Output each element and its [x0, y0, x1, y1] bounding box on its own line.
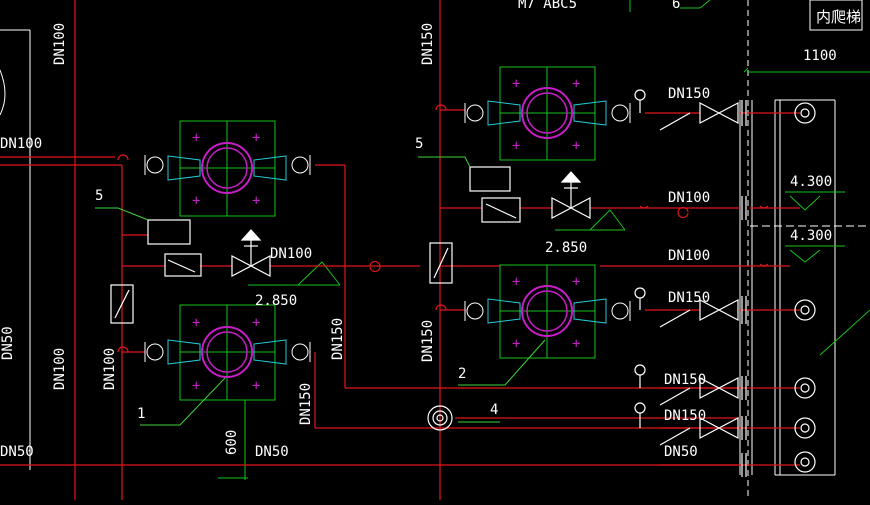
tag-2: 2 [458, 366, 466, 382]
elevation-4300-a: 4.300 [790, 174, 832, 190]
dn100-r3: DN100 [668, 248, 710, 264]
dn100-r2: DN100 [668, 190, 710, 206]
svg-text:+: + [512, 274, 520, 290]
svg-text:+: + [512, 336, 520, 352]
svg-text:+: + [192, 378, 200, 394]
dn150-r1: DN150 [668, 86, 710, 102]
dn100-left-vertical-2: DN100 [52, 348, 68, 390]
tag-4: 4 [490, 402, 498, 418]
svg-text:+: + [252, 378, 260, 394]
svg-text:+: + [512, 138, 520, 154]
svg-text:+: + [572, 336, 580, 352]
tag-1: 1 [137, 406, 145, 422]
dn50-mid: DN50 [255, 444, 289, 460]
dn100-left-h: DN100 [270, 246, 312, 262]
top-number-partial: 6 [672, 0, 680, 12]
dn150-top-vertical: DN150 [420, 23, 436, 65]
dn150-center-vertical: DN150 [420, 320, 436, 362]
svg-text:+: + [252, 130, 260, 146]
pump-unit-bottom-right: + + + + [464, 264, 631, 359]
dn50-r7: DN50 [664, 444, 698, 460]
elevation-2850-right: 2.850 [545, 240, 587, 256]
dn150-r6: DN150 [664, 408, 706, 424]
svg-text:+: + [512, 76, 520, 92]
valves-and-fittings [110, 89, 816, 477]
labels: M7 ABC5 6 内爬梯 1100 4.300 4.300 2.850 2.8… [0, 0, 861, 460]
svg-text:+: + [252, 315, 260, 331]
pump-unit-top-right: + + + + [464, 66, 631, 161]
ladder-label: 内爬梯 [816, 8, 861, 26]
dn150-mid-vertical: DN150 [330, 318, 346, 360]
pump-unit-bottom-left: + + + + [144, 304, 311, 401]
dn50-left-vertical: DN50 [0, 326, 16, 360]
dn50-left-bottom: DN50 [0, 444, 34, 460]
dn100-left-partial: DN100 [0, 136, 42, 152]
svg-text:+: + [572, 76, 580, 92]
dn150-r4: DN150 [668, 290, 710, 306]
tag-5-left: 5 [95, 188, 103, 204]
dn150-r5: DN150 [664, 372, 706, 388]
top-title-partial: M7 ABC5 [518, 0, 577, 12]
dn100-left-vertical: DN100 [52, 23, 68, 65]
dn150-mid-vertical-2: DN150 [298, 383, 314, 425]
svg-text:+: + [572, 138, 580, 154]
svg-text:+: + [192, 130, 200, 146]
elevation-2850-left: 2.850 [255, 293, 297, 309]
tag-5-right: 5 [415, 136, 423, 152]
svg-text:+: + [192, 193, 200, 209]
svg-text:+: + [572, 274, 580, 290]
svg-text:+: + [252, 193, 260, 209]
svg-text:+: + [192, 315, 200, 331]
width-1100: 1100 [803, 48, 837, 64]
pump-unit-top-left: + + + + [144, 120, 311, 217]
dist-600: 600 [224, 430, 240, 455]
elevation-4300-b: 4.300 [790, 228, 832, 244]
tag-leaders [95, 156, 546, 426]
dn100-mid-vertical: DN100 [102, 348, 118, 390]
red-pipes [0, 0, 800, 500]
dimension-lines [218, 0, 870, 480]
